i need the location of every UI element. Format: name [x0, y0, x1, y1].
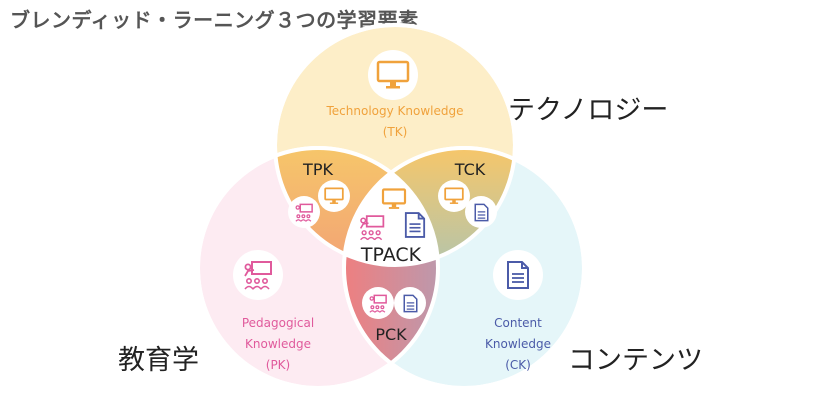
- ck-text: Content Knowledge (CK): [485, 313, 551, 376]
- pk-line3: (PK): [265, 358, 291, 372]
- teacher-class-icon: [288, 196, 320, 228]
- label-pedagogy: 教育学: [118, 345, 199, 376]
- tk-line1: Technology Knowledge: [326, 104, 464, 118]
- ck-line2: Knowledge: [485, 337, 551, 351]
- teacher-class-icon: [233, 250, 283, 300]
- tck-label: TCK: [454, 160, 486, 179]
- pk-text: Pedagogical Knowledge (PK): [242, 313, 314, 376]
- monitor-icon: [438, 180, 470, 212]
- tk-text: Technology Knowledge (TK): [327, 101, 464, 143]
- teacher-class-icon: [362, 287, 394, 319]
- document-icon: [465, 196, 497, 228]
- page-title: ブレンディッド・ラーニング３つの学習要素: [10, 8, 419, 32]
- pk-line1: Pedagogical: [241, 316, 315, 330]
- label-technology: テクノロジー: [508, 95, 669, 126]
- monitor-icon: [318, 180, 350, 212]
- document-icon: [403, 210, 427, 240]
- document-icon: [493, 250, 543, 300]
- tpack-label: TPACK: [360, 244, 422, 266]
- ck-line3: (CK): [505, 358, 531, 372]
- ck-line1: Content: [494, 316, 542, 330]
- tpack-region: [344, 148, 438, 265]
- tpk-label: TPK: [303, 160, 333, 179]
- document-icon: [394, 287, 426, 319]
- label-content: コンテンツ: [568, 345, 703, 376]
- teacher-class-icon: [356, 212, 388, 242]
- pk-line2: Knowledge: [245, 337, 311, 351]
- pck-label: PCK: [375, 325, 407, 344]
- tk-line2: (TK): [382, 125, 408, 139]
- monitor-icon: [378, 186, 410, 212]
- monitor-icon: [368, 50, 418, 100]
